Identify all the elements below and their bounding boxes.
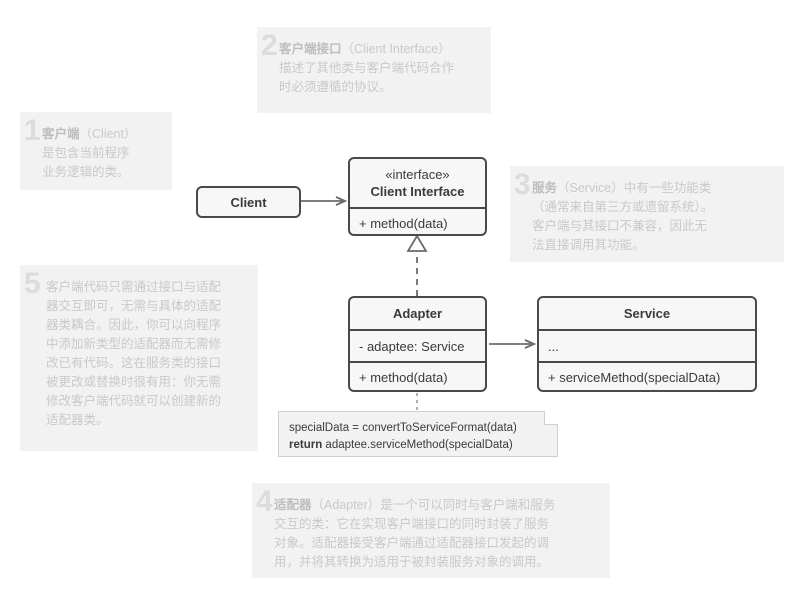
class-box-service[interactable]: Service ... + serviceMethod(specialData) — [537, 296, 757, 392]
class-member-service-method: + serviceMethod(specialData) — [539, 361, 755, 390]
annotation-title-2: 客户端接口 — [279, 42, 342, 56]
class-title-service: Service — [539, 298, 755, 329]
annotation-title-en-1: （Client） — [79, 127, 137, 141]
annotation-text-1: 客户端（Client） 是包含当前程序 业务逻辑的类。 — [42, 125, 168, 182]
annotation-title-4: 适配器 — [274, 498, 312, 512]
note-fold-corner-icon — [544, 411, 558, 425]
annotation-number-1: 1 — [24, 114, 41, 147]
member-label: + serviceMethod(specialData) — [548, 370, 721, 385]
annotation-number-5: 5 — [24, 267, 41, 300]
class-box-adapter[interactable]: Adapter - adaptee: Service + method(data… — [348, 296, 487, 392]
annotation-panel-1: 1 客户端（Client） 是包含当前程序 业务逻辑的类。 — [20, 112, 172, 190]
annotation-body-1: 是包含当前程序 业务逻辑的类。 — [42, 146, 130, 179]
class-member-service-ellipsis: ... — [539, 329, 755, 361]
class-member-client-interface-method: + method(data) — [350, 207, 485, 234]
annotation-panel-3: 3 服务（Service）中有一些功能类 （通常来自第三方或遗留系统）。 客户端与… — [510, 166, 784, 262]
code-note-line-1: specialData = convertToServiceFormat(dat… — [289, 422, 517, 434]
annotation-panel-5: 5 客户端代码只需通过接口与适配 器交互即可，无需与具体的适配 器类耦合。因此，… — [20, 265, 258, 451]
class-stereotype-client-interface: «interface» — [385, 167, 450, 182]
class-title-client: Client — [198, 188, 299, 216]
class-member-adapter-adaptee: - adaptee: Service — [350, 329, 485, 361]
class-title-adapter: Adapter — [350, 298, 485, 329]
annotation-body-4: 交互的类：它在实现客户端接口的同时封装了服务 对象。适配器接受客户端通过适配器接… — [274, 517, 550, 569]
realization-triangle-icon — [406, 234, 428, 252]
annotation-body-2: 描述了其他类与客户端代码合作 时必须遵循的协议。 — [279, 61, 455, 94]
annotation-text-4: 适配器（Adapter）是一个可以同时与客户端和服务交互的类：它在实现客户端接口… — [274, 496, 608, 572]
member-label: + method(data) — [359, 370, 448, 385]
annotation-panel-2: 2 客户端接口（Client Interface） 描述了其他类与客户端代码合作 … — [257, 27, 491, 113]
code-note-line-2: return adaptee.serviceMethod(specialData… — [289, 437, 547, 454]
class-box-client-interface[interactable]: «interface» Client Interface + method(da… — [348, 157, 487, 236]
class-name-service: Service — [623, 306, 671, 321]
code-note: specialData = convertToServiceFormat(dat… — [278, 411, 558, 457]
annotation-title-en-4: （Adapter）是一个可以同时与客户端和服务 — [311, 498, 556, 512]
member-label: ... — [548, 338, 559, 354]
annotation-body-5: 客户端代码只需通过接口与适配 器交互即可，无需与具体的适配 器类耦合。因此，你可… — [46, 280, 222, 427]
code-note-expression: adaptee.serviceMethod(specialData) — [322, 439, 513, 451]
class-box-client[interactable]: Client — [196, 186, 301, 218]
annotation-number-4: 4 — [256, 485, 273, 518]
annotation-number-2: 2 — [261, 29, 278, 62]
annotation-body-3: （通常来自第三方或遗留系统）。 客户端与其接口不兼容，因此无 法直接调用其功能。 — [532, 200, 714, 252]
member-label: - adaptee: Service — [359, 338, 465, 354]
class-name-adapter: Adapter — [392, 306, 443, 321]
annotation-title-1: 客户端 — [42, 127, 80, 141]
annotation-number-3: 3 — [514, 168, 531, 201]
class-member-adapter-method: + method(data) — [350, 361, 485, 390]
annotation-title-3: 服务 — [532, 181, 558, 195]
annotation-title-en-3: （Service）中有一些功能类 — [557, 181, 712, 195]
annotation-text-2: 客户端接口（Client Interface） 描述了其他类与客户端代码合作 时必… — [279, 40, 489, 97]
annotation-text-3: 服务（Service）中有一些功能类 （通常来自第三方或遗留系统）。 客户端与其接… — [532, 179, 780, 255]
annotation-panel-4: 4 适配器（Adapter）是一个可以同时与客户端和服务交互的类：它在实现客户端… — [252, 483, 610, 578]
annotation-text-5: 客户端代码只需通过接口与适配 器交互即可，无需与具体的适配 器类耦合。因此，你可… — [46, 278, 254, 430]
code-note-keyword: return — [289, 439, 323, 451]
class-name-client-interface: Client Interface — [370, 184, 465, 199]
class-name-client: Client — [230, 194, 267, 210]
class-title-client-interface: «interface» Client Interface — [350, 159, 485, 207]
member-label: + method(data) — [359, 216, 448, 231]
annotation-title-en-2: （Client Interface） — [341, 42, 451, 56]
